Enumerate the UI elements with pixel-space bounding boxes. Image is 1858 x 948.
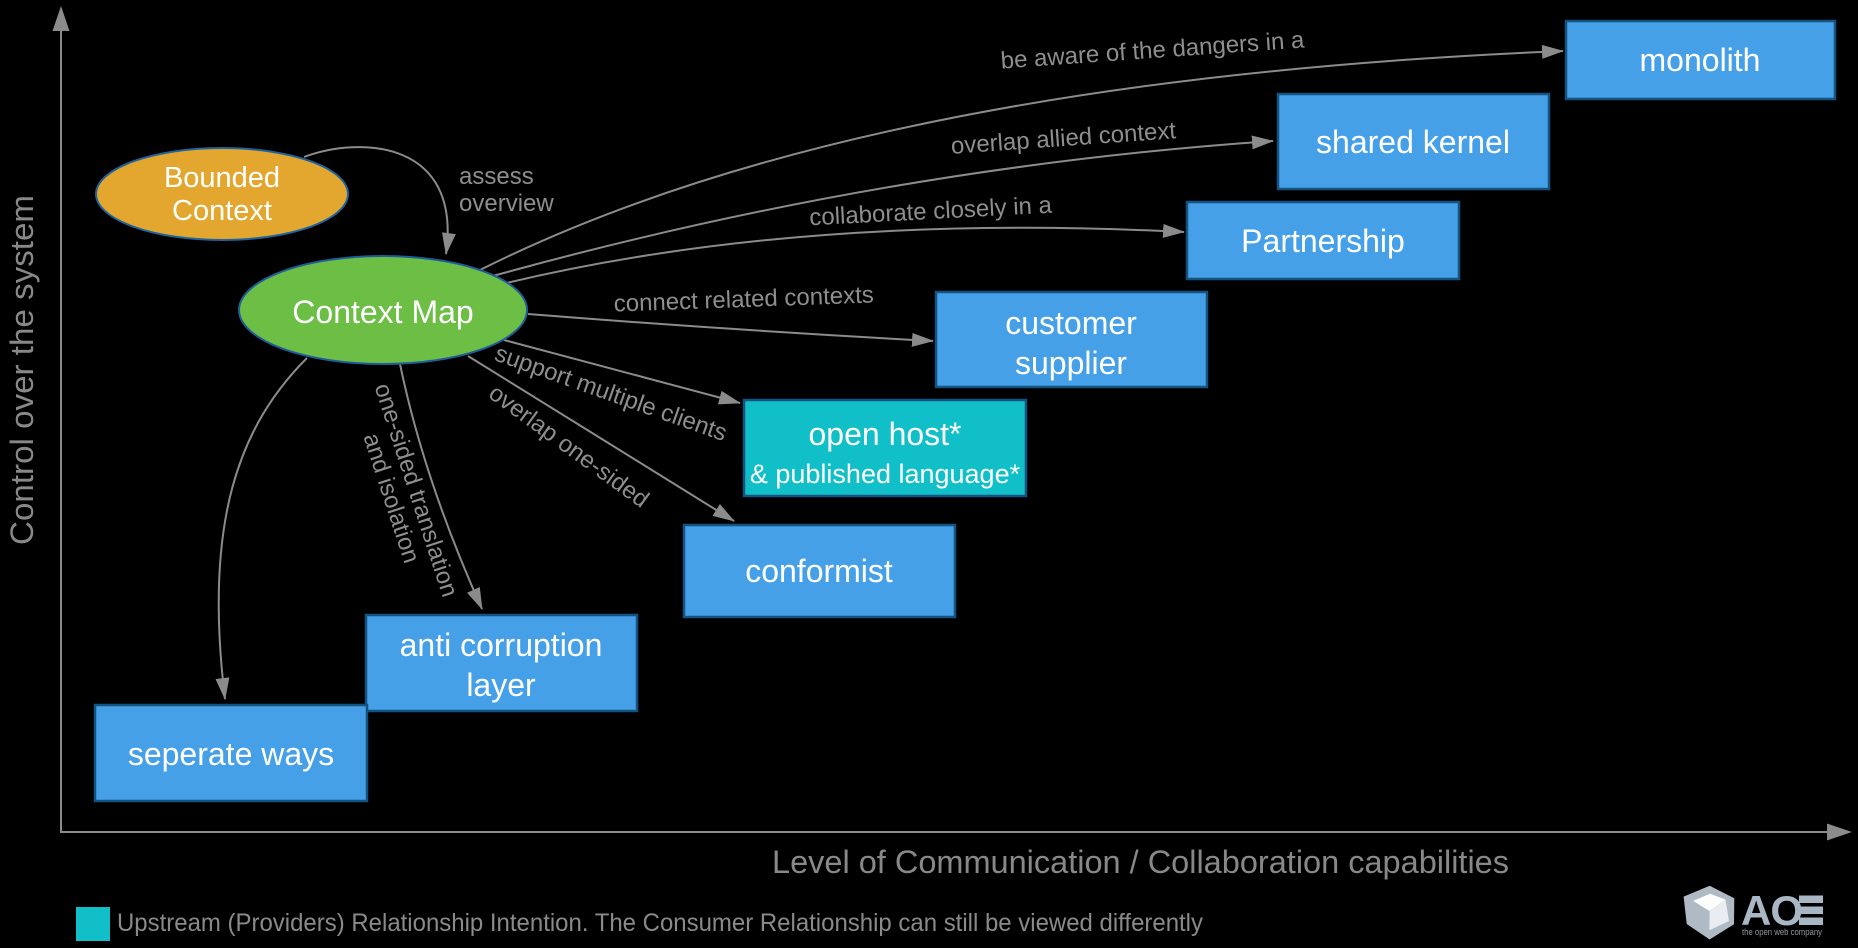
svg-text:Control over the system: Control over the system bbox=[4, 195, 40, 545]
svg-text:open host*: open host* bbox=[808, 416, 961, 452]
svg-text:AO: AO bbox=[1741, 887, 1802, 934]
svg-text:the open web company: the open web company bbox=[1742, 927, 1822, 937]
svg-text:assess: assess bbox=[459, 163, 534, 190]
svg-text:seperate ways: seperate ways bbox=[128, 736, 334, 772]
svg-text:supplier: supplier bbox=[1015, 345, 1127, 381]
svg-text:conformist: conformist bbox=[745, 553, 893, 589]
svg-text:Context Map: Context Map bbox=[292, 294, 473, 330]
svg-text:monolith: monolith bbox=[1640, 42, 1761, 78]
svg-text:Upstream (Providers) Relations: Upstream (Providers) Relationship Intent… bbox=[117, 909, 1203, 937]
svg-text:Bounded: Bounded bbox=[164, 162, 280, 194]
svg-text:Level of Communication / Colla: Level of Communication / Collaboration c… bbox=[772, 844, 1509, 880]
svg-text:layer: layer bbox=[466, 667, 536, 703]
svg-text:Partnership: Partnership bbox=[1241, 223, 1405, 259]
svg-text:Context: Context bbox=[172, 195, 272, 227]
svg-text:shared kernel: shared kernel bbox=[1316, 124, 1510, 160]
svg-text:anti corruption: anti corruption bbox=[400, 627, 603, 663]
svg-text:overview: overview bbox=[459, 190, 554, 217]
svg-text:& published language*: & published language* bbox=[750, 459, 1021, 489]
svg-text:customer: customer bbox=[1005, 305, 1137, 341]
